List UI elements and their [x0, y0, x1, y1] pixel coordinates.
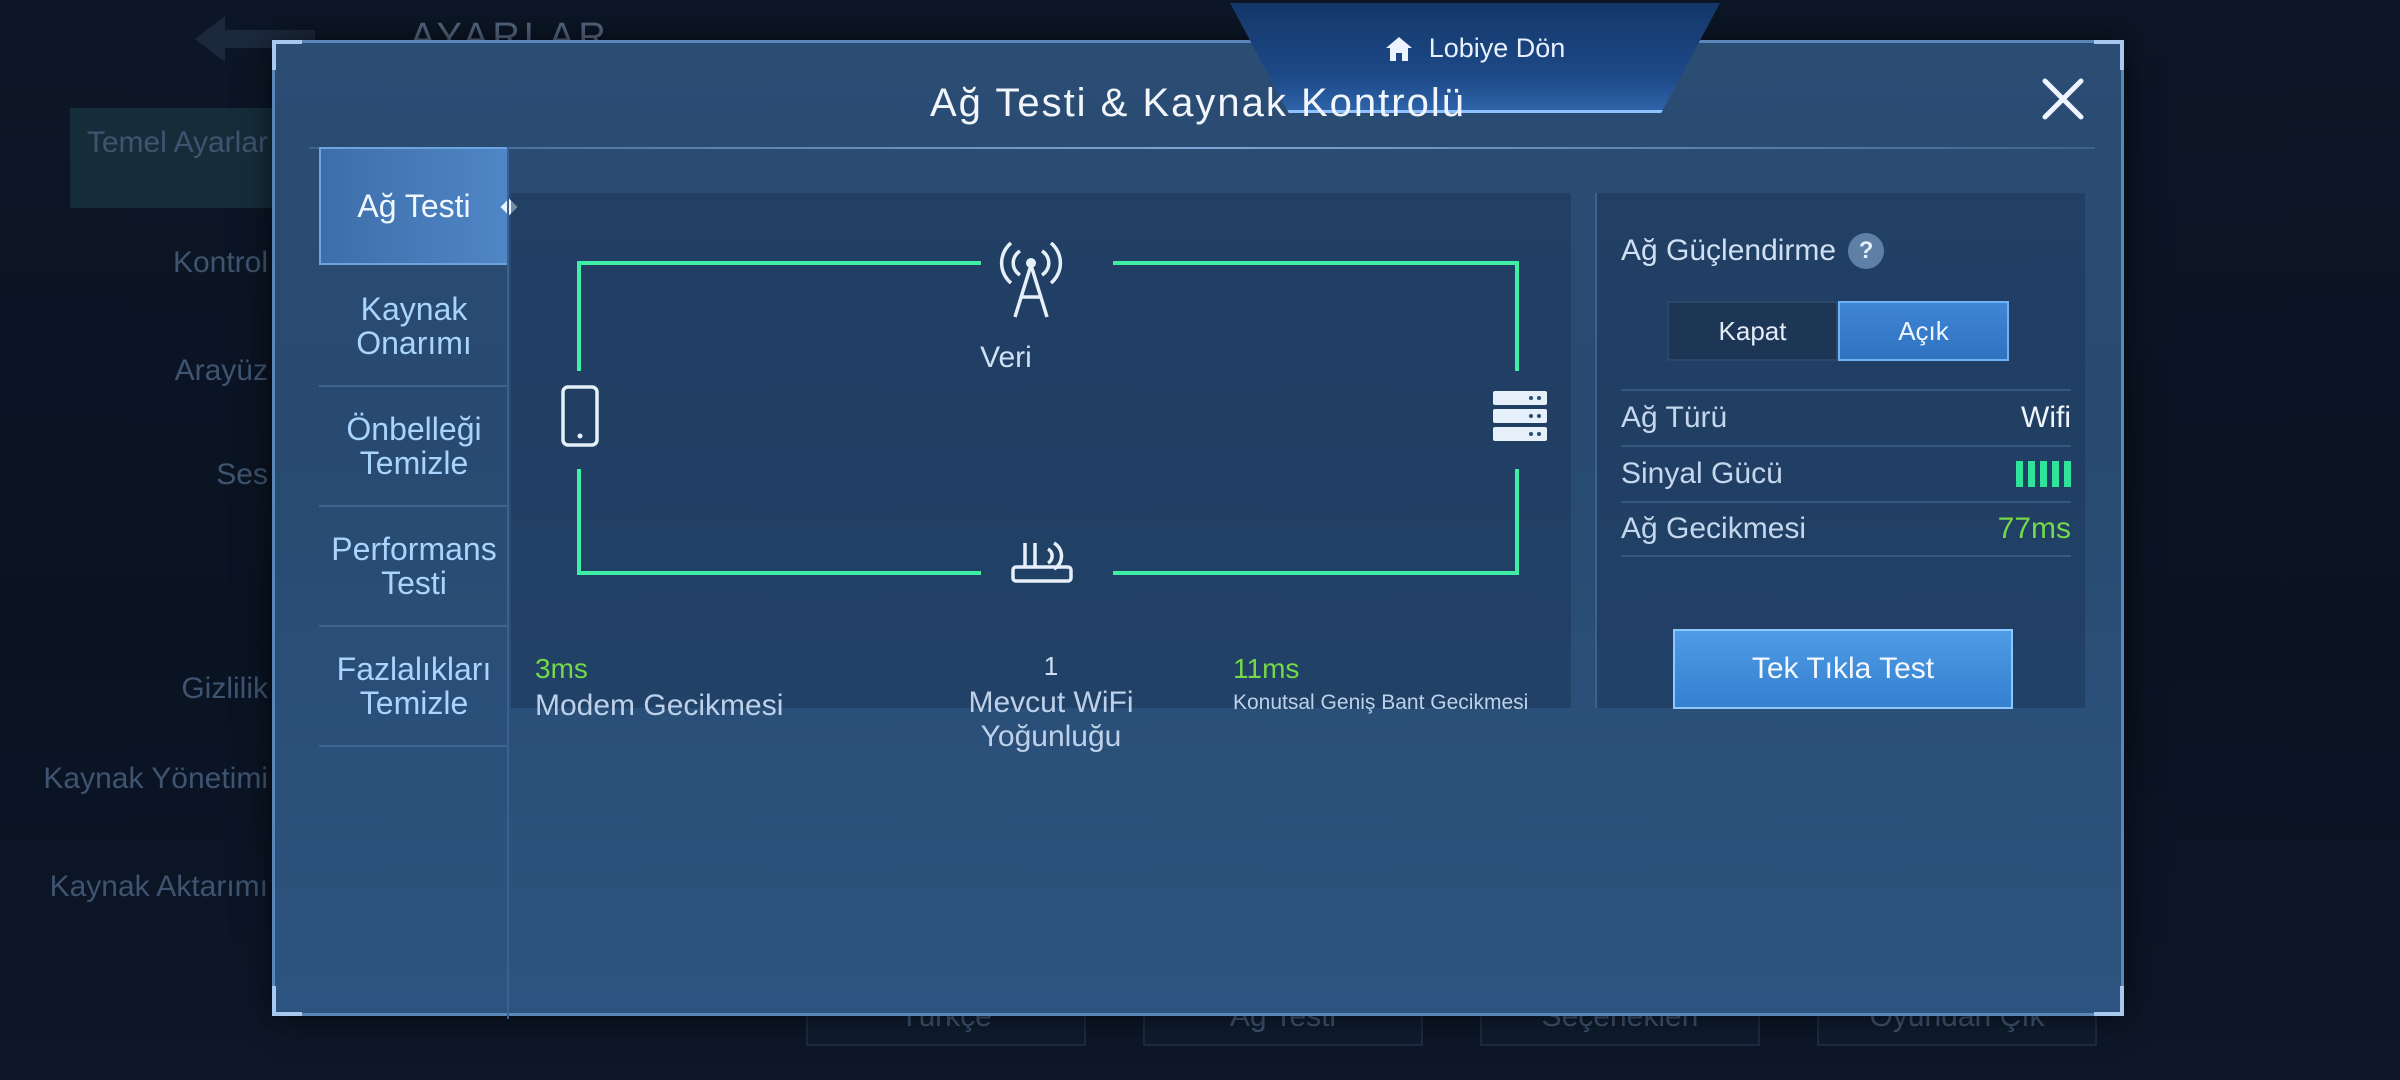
signal-bar [2016, 461, 2023, 487]
nav-item-clean-redundant[interactable]: Fazlalıkları Temizle [319, 627, 509, 747]
connection-line [1113, 469, 1519, 575]
network-boost-toggle: Kapat Açık [1667, 301, 2009, 361]
network-boost-header: Ağ Güçlendirme ? [1621, 233, 1885, 269]
nav-divider [507, 147, 509, 1019]
network-status-panel: Ağ Güçlendirme ? Kapat Açık Ağ Türü Wifi… [1595, 193, 2085, 709]
server-icon [1493, 391, 1547, 441]
nav-item-performance-test[interactable]: Performans Testi [319, 507, 509, 627]
latency-label: Ağ Gecikmesi [1621, 512, 1807, 545]
phone-icon [561, 385, 599, 447]
connection-line [577, 261, 981, 371]
nav-item-label: Kaynak Onarımı [356, 291, 472, 361]
background-side-item: Kaynak Yönetimi [43, 762, 268, 795]
wifi-density-stat: 1 Mevcut WiFi Yoğunluğu [901, 651, 1201, 754]
connection-line [577, 469, 981, 575]
network-type-label: Ağ Türü [1621, 401, 1728, 434]
toggle-on-button[interactable]: Açık [1838, 301, 2009, 361]
network-diagram [561, 241, 1547, 583]
signal-bar [2040, 461, 2047, 487]
latency-row: Ağ Gecikmesi 77ms [1621, 501, 2071, 557]
nav-item-clear-cache[interactable]: Önbelleği Temizle [319, 387, 509, 507]
return-to-lobby-button[interactable]: Lobiye Dön [1230, 3, 1720, 113]
nav-item-resource-repair[interactable]: Kaynak Onarımı [319, 267, 509, 387]
background-side-active [70, 108, 275, 208]
signal-strength-icon [2016, 461, 2071, 487]
wifi-density-value: 1 [1043, 651, 1059, 681]
nav-item-label: Ağ Testi [357, 188, 471, 224]
corner-ornament [272, 986, 302, 1016]
latency-value: 77ms [1997, 512, 2071, 545]
modem-latency-label: Modem Gecikmesi [535, 689, 784, 722]
one-click-test-button[interactable]: Tek Tıkla Test [1673, 629, 2013, 709]
network-type-row: Ağ Türü Wifi [1621, 389, 2071, 445]
corner-ornament [2094, 986, 2124, 1016]
toggle-off-button[interactable]: Kapat [1667, 301, 1838, 361]
network-diagram-panel: Veri 3ms Modem Gecikmesi 1 Mevcut WiFi Y… [511, 193, 1571, 753]
nav-item-label: Performans Testi [331, 531, 497, 601]
signal-strength-row: Sinyal Gücü [1621, 445, 2071, 501]
title-divider [309, 147, 2095, 149]
background-side-item: Kontrol [172, 246, 268, 279]
background-side-item: Gizlilik [181, 672, 268, 705]
network-type-value: Wifi [2021, 401, 2071, 434]
network-boost-label: Ağ Güçlendirme [1621, 234, 1837, 267]
broadband-latency-stat: 11ms Konutsal Geniş Bant Gecikmesi [1233, 653, 1528, 715]
nav-item-network-test[interactable]: Ağ Testi [319, 147, 518, 265]
signal-bar [2064, 461, 2071, 487]
signal-bar [2028, 461, 2035, 487]
router-icon [1011, 541, 1073, 583]
side-nav: Ağ Testi Kaynak Onarımı Önbelleği Temizl… [319, 147, 518, 747]
home-icon [1385, 37, 1412, 61]
modem-latency-value: 3ms [535, 653, 588, 684]
corner-ornament [272, 40, 302, 70]
dialog-title: Ağ Testi & Kaynak Kontrolü [930, 81, 1466, 125]
background-side-item: Temel Ayarlar [86, 126, 268, 159]
network-test-dialog: Lobiye Dön Ağ Testi & Kaynak Kontrolü Ağ… [272, 3, 2124, 1019]
data-node-label: Veri [980, 341, 1032, 374]
broadband-latency-value: 11ms [1233, 653, 1300, 684]
signal-bar [2052, 461, 2059, 487]
lobby-label: Lobiye Dön [1428, 33, 1566, 63]
help-icon[interactable]: ? [1848, 233, 1885, 269]
connection-line [1113, 261, 1519, 371]
back-arrow-icon [195, 16, 315, 62]
wifi-density-label: Mevcut WiFi Yoğunluğu [968, 686, 1134, 753]
signal-strength-label: Sinyal Gücü [1621, 457, 1783, 490]
background-side-item: Arayüz [174, 354, 268, 387]
antenna-icon [999, 241, 1063, 318]
nav-item-label: Fazlalıkları Temizle [336, 651, 492, 721]
background-side-item: Ses [216, 458, 268, 491]
close-icon[interactable] [2039, 75, 2087, 123]
broadband-latency-label: Konutsal Geniş Bant Gecikmesi [1233, 691, 1529, 714]
nav-item-label: Önbelleği Temizle [346, 411, 482, 481]
background-side-item: Kaynak Aktarımı [49, 870, 268, 903]
modem-latency-stat: 3ms Modem Gecikmesi [535, 653, 783, 723]
corner-ornament [2094, 40, 2124, 70]
